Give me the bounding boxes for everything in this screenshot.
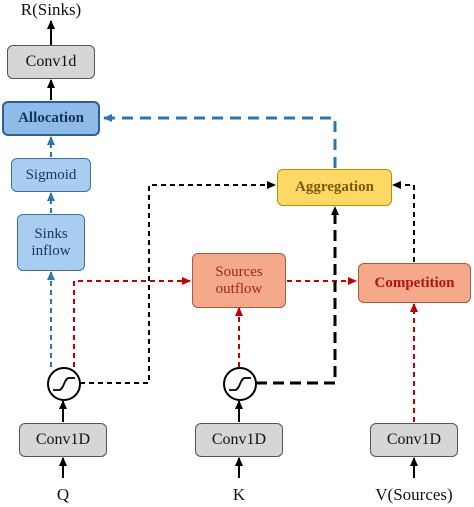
black-competition-to-aggregation — [392, 181, 415, 262]
sigmoid-activation-icon — [47, 367, 81, 401]
sources-outflow-box: Sources outflow — [192, 253, 286, 308]
aggregation-box: Aggregation — [277, 169, 392, 206]
conv1d-v-box: Conv1D — [370, 423, 458, 457]
sigmoid-activation-icon — [223, 367, 257, 401]
red-sigmaq-to-outflow — [73, 277, 191, 367]
output-label: R(Sinks) — [20, 0, 82, 19]
blue-aggregation-to-alloc — [103, 114, 337, 168]
sinks-inflow-box: Sinks inflow — [17, 214, 85, 271]
input-k-label: K — [232, 485, 246, 504]
input-q-label: Q — [56, 485, 70, 504]
black-sigmak-to-aggregation — [256, 206, 339, 385]
conv1d-top-box: Conv1d — [7, 45, 95, 79]
conv1d-q-box: Conv1D — [19, 423, 107, 457]
input-v-label: V(Sources) — [375, 485, 453, 504]
sigmoid-box: Sigmoid — [11, 158, 91, 192]
conv1d-k-box: Conv1D — [195, 423, 283, 457]
allocation-box: Allocation — [2, 101, 100, 136]
competition-box: Competition — [358, 263, 471, 303]
